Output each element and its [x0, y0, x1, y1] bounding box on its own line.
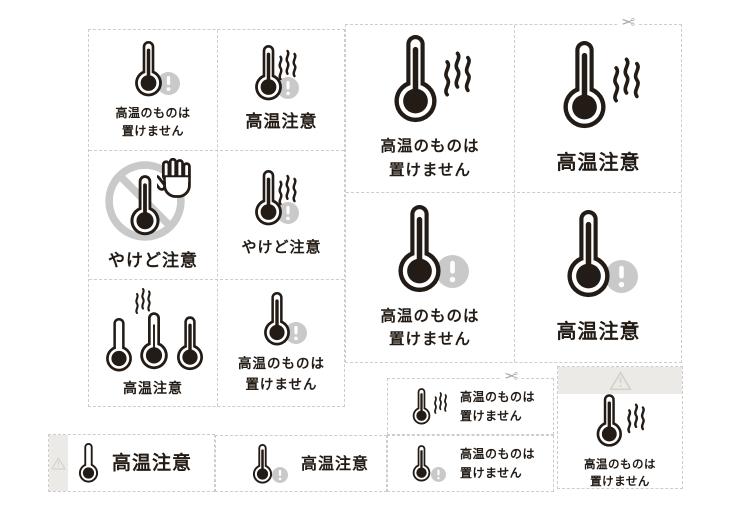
warning-triangle-icon — [609, 371, 632, 391]
label-card-burn-caution-prohibit: やけど注意 — [89, 150, 217, 279]
mini-card-hot-items-heat: 高温のものは 置けません — [387, 378, 554, 435]
mini-card-label: 高温のものは 置けません — [460, 389, 536, 423]
card-label: 高温注意 — [556, 149, 641, 174]
thermometer-heat-icon — [394, 35, 472, 123]
thermometer-heat-exclamation-icon — [254, 170, 299, 226]
thermometer-heat-exclamation-icon — [254, 44, 299, 101]
card-label: 高温のものは 置けません — [380, 306, 480, 348]
label-card-burn-caution-small: やけど注意 — [217, 150, 346, 279]
label-card-hot-items-small: 高温のものは 置けません — [89, 30, 217, 150]
label-card-high-temp-small: 高温注意 — [217, 30, 346, 150]
warning-triangle-icon — [51, 457, 66, 470]
label-card-high-temp-triple: 高温注意 — [89, 279, 217, 408]
warning-band — [49, 435, 68, 491]
card-label: 高温のものは 置けません — [238, 356, 325, 393]
thermometer-exclamation-icon — [252, 443, 288, 484]
thermometer-exclamation-icon — [412, 444, 446, 482]
thermometer-heat-icon — [562, 40, 640, 128]
card-label: やけど注意 — [108, 250, 198, 271]
thermometer-exclamation-icon — [263, 292, 307, 346]
strip-label: 高温注意 — [112, 451, 193, 474]
right-label-grid: 高温のものは 置けません 高温注意 高温のものは 置けません 高温注意 — [345, 24, 682, 363]
tall-card-label: 高温のものは 置けません — [584, 456, 656, 488]
strip-card-high-temp-excl: 高温注意 — [215, 435, 387, 492]
mini-card-label: 高温のものは 置けません — [460, 446, 536, 480]
label-card-high-temp-large-2: 高温注意 — [514, 192, 683, 364]
card-label: 高温のものは 置けません — [380, 137, 480, 179]
strip-label: 高温注意 — [301, 453, 370, 473]
scissors-icon: ✂ — [618, 13, 639, 33]
thermometer-prohibited-hand-icon — [99, 157, 191, 245]
thermometer-heat-icon — [596, 394, 646, 447]
card-label: やけど注意 — [241, 238, 322, 257]
thermometer-exclamation-icon — [135, 40, 180, 96]
warning-header-band — [558, 367, 682, 394]
thermometer-exclamation-icon — [398, 204, 469, 292]
label-card-high-temp-large: 高温注意 — [514, 25, 683, 192]
thermometer-icon — [76, 443, 101, 483]
thermometer-exclamation-icon — [566, 210, 638, 298]
card-label: 高温注意 — [556, 319, 641, 343]
left-label-grid: 高温のものは 置けません 高温注意 やけど注意 やけど注意 — [88, 29, 345, 407]
label-card-hot-items-large-2: 高温のものは 置けません — [346, 192, 514, 364]
tall-card-content: 高温のものは 置けません — [558, 394, 682, 490]
mini-card-hot-items-excl: 高温のものは 置けません — [387, 435, 554, 492]
scissors-icon: ✂ — [501, 367, 522, 387]
thermometer-heat-icon — [412, 387, 448, 425]
card-label: 高温注意 — [123, 381, 183, 397]
card-label: 高温のものは 置けません — [115, 105, 191, 138]
strip-card-high-temp-band: 高温注意 — [48, 434, 215, 492]
label-card-hot-items-large: 高温のものは 置けません — [346, 25, 514, 192]
tall-card-hot-items: 高温のものは 置けません — [557, 366, 683, 489]
card-label: 高温注意 — [245, 111, 318, 132]
label-card-hot-items-small-2: 高温のものは 置けません — [217, 279, 346, 408]
triple-thermometer-heat-icon — [106, 287, 204, 372]
